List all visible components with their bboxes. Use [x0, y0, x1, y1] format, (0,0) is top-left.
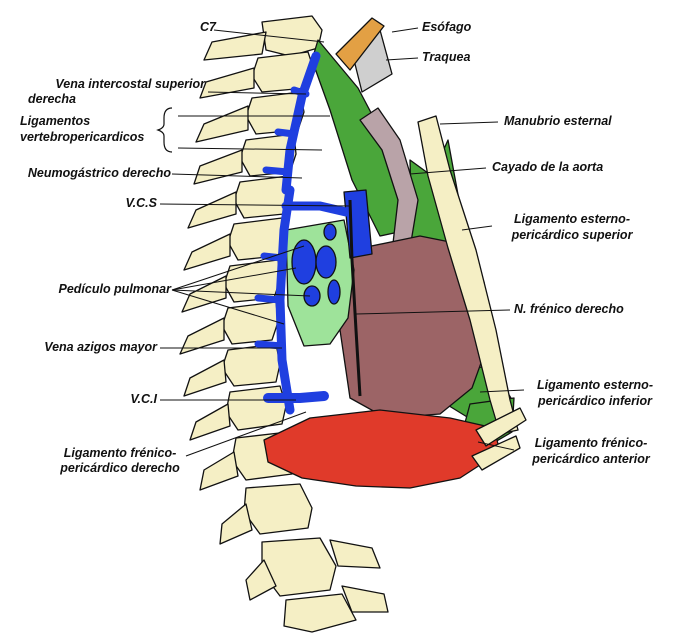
pulmonary-vessel [323, 223, 337, 241]
label-vena-intercostal-line2: derecha [28, 92, 76, 106]
pulmonary-vessel [315, 245, 337, 279]
label-lig-frenico-der-line1: Ligamento frénico- [63, 446, 177, 460]
intercostal-vein [254, 294, 284, 304]
esophagus [335, 17, 385, 71]
vertebra [243, 483, 313, 535]
right-phrenic-nerve [348, 199, 362, 397]
spinous-process [183, 233, 231, 271]
leader-line [171, 267, 297, 291]
leader-lines [159, 27, 525, 457]
vertebra [227, 217, 285, 261]
label-vcs: V.C.S [125, 196, 157, 210]
vertebra [221, 343, 281, 387]
leader-line [171, 245, 305, 291]
pulmonary-vessel [291, 239, 317, 285]
leader-line [439, 121, 499, 125]
vertebropericardial-ligament [311, 39, 409, 237]
vertebra [283, 593, 357, 633]
leader-line [355, 309, 511, 315]
label-vena-intercostal-line1: Vena intercostal superior [55, 77, 205, 91]
spinous-process [245, 559, 277, 601]
label-lig-frenico-ant-line1: Ligamento frénico- [534, 436, 648, 450]
label-lig-esterno-inf-line1: Ligamento esterno- [537, 378, 653, 392]
spinous-process [183, 359, 227, 397]
label-vci: V.C.I [130, 392, 157, 406]
intercostal-vein [290, 86, 310, 98]
label-neumogastrico: Neumogástrico derecho [27, 166, 171, 180]
spinous-process [179, 317, 225, 355]
label-c7: C7 [200, 20, 216, 34]
costal-head [329, 539, 381, 569]
label-brace [156, 107, 173, 153]
diaphragm [263, 409, 501, 489]
label-ligamentos-line1: Ligamentos [20, 114, 91, 128]
pulmonary-vessel [327, 279, 341, 305]
label-lig-frenico-der-line2: pericárdico derecho [60, 461, 180, 475]
vena-cava-inferior [263, 391, 329, 403]
sternum [417, 115, 519, 435]
leader-line [409, 167, 487, 175]
azygos-arch [281, 201, 351, 217]
label-esofago: Esófago [422, 20, 472, 34]
vertebra [233, 175, 291, 219]
label-ligamentos-line2: vertebropericardicos [20, 130, 145, 144]
costal-head [341, 585, 389, 613]
label-vena-azigos: Vena azigos mayor [44, 340, 157, 354]
leader-line [213, 29, 325, 43]
leader-line [185, 411, 307, 457]
label-frenico: N. frénico derecho [514, 302, 624, 316]
leader-line [479, 389, 525, 393]
label-lig-esterno-sup-line1: Ligamento esterno- [514, 212, 630, 226]
spinous-process [199, 67, 255, 99]
spinous-process [187, 191, 237, 229]
leader-line [171, 289, 311, 297]
leader-line [171, 173, 303, 179]
spinous-process [193, 149, 243, 185]
label-lig-esterno-inf-line2: pericárdico inferior [538, 394, 652, 408]
spinous-process [219, 503, 253, 545]
label-manubrio: Manubrio esternal [504, 114, 612, 128]
leader-line [461, 225, 493, 231]
leader-line [177, 147, 323, 151]
leader-line [391, 27, 419, 33]
intercostal-vein [254, 340, 286, 350]
intercostal-vein [262, 166, 292, 176]
vertebra [225, 385, 287, 431]
leader-line [385, 57, 419, 61]
leader-line [171, 289, 285, 325]
spinous-process [195, 105, 249, 143]
vertebra [221, 301, 279, 345]
intercostal-vein [260, 252, 286, 262]
label-traquea: Traquea [422, 50, 471, 64]
spinous-process [189, 403, 231, 441]
spinous-process [203, 31, 267, 61]
vertebra [223, 259, 281, 303]
intercostal-vein [274, 128, 298, 138]
xiphoid-rib [475, 407, 527, 447]
spinous-process [181, 275, 227, 313]
xiphoid-rib [471, 435, 521, 471]
label-lig-esterno-sup-line2: pericárdico superior [511, 228, 633, 242]
label-cayado: Cayado de la aorta [492, 160, 604, 174]
leader-line [207, 91, 307, 95]
label-pediculo: Pedículo pulmonar [58, 282, 171, 296]
leader-line [477, 441, 515, 451]
spinous-process [199, 451, 239, 491]
leader-line [159, 203, 351, 207]
label-lig-frenico-ant-line2: pericárdico anterior [532, 452, 650, 466]
